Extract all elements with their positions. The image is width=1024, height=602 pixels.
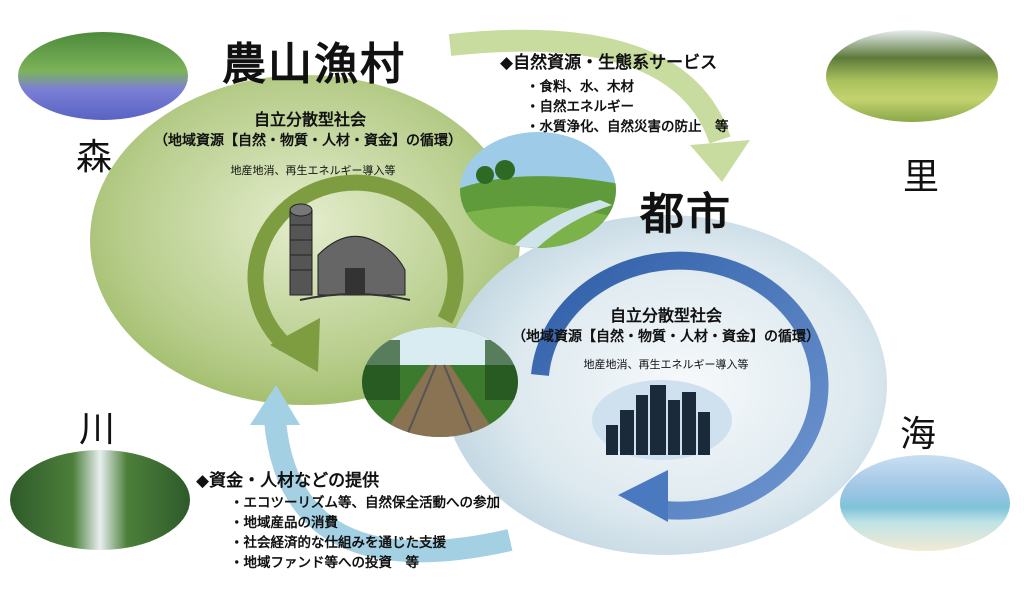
- city-society-note: 地産地消、再生エネルギー導入等: [583, 358, 749, 371]
- rural-society-note: 地産地消、再生エネルギー導入等: [230, 164, 396, 177]
- rice-terrace-photo: [826, 30, 998, 122]
- forest-photo: [18, 32, 188, 120]
- flow-to-rural-item: ・地域産品の消費: [230, 515, 338, 531]
- flow-to-city-block: ◆自然資源・生態系サービス ・食料、水、木材 ・自然エネルギー ・水質浄化、自然…: [500, 48, 729, 137]
- city-society-title: 自立分散型社会: [609, 306, 722, 325]
- city-skyline-icon: [592, 380, 732, 460]
- top-flow-arrow: [448, 29, 731, 144]
- rural-society-title: 自立分散型社会: [253, 110, 366, 129]
- beach-photo: [840, 455, 1010, 551]
- rural-cycle-arrow: [247, 174, 464, 351]
- flow-to-rural-item: ・地域ファンド等への投資 等: [230, 555, 419, 571]
- flow-to-rural-block: ◆資金・人材などの提供 ・エコツーリズム等、自然保全活動への参加 ・地域産品の消…: [196, 466, 500, 573]
- city-cycle-arrow: [531, 251, 829, 520]
- region-label-village: 里: [903, 157, 940, 198]
- flow-to-rural-item: ・社会経済的な仕組みを通じた支援: [230, 535, 446, 551]
- region-label-sea: 海: [900, 414, 937, 455]
- rural-cycle-arrowhead: [270, 318, 320, 372]
- waterfall-photo: [10, 450, 190, 550]
- flow-to-city-heading: ◆自然資源・生態系サービス: [500, 53, 718, 73]
- flow-to-rural-item: ・エコツーリズム等、自然保全活動への参加: [230, 495, 500, 511]
- rural-title: 農山漁村: [222, 39, 406, 90]
- city-society-subtitle: （地域資源【自然・物質・人材・資金】の循環）: [512, 329, 820, 345]
- barn-silo-icon: [289, 203, 411, 301]
- top-flow-arrowhead: [690, 140, 750, 182]
- region-label-forest: 森: [76, 137, 113, 178]
- city-cycle-arrowhead: [618, 470, 668, 522]
- rural-society-subtitle: （地域資源【自然・物質・人材・資金】の循環）: [154, 133, 462, 149]
- bottom-flow-arrowhead: [250, 385, 300, 425]
- railway-photo: [362, 327, 518, 437]
- city-title: 都市: [640, 189, 732, 240]
- flow-to-city-item: ・自然エネルギー: [526, 99, 634, 115]
- region-label-river: 川: [79, 409, 116, 450]
- flow-to-rural-heading: ◆資金・人材などの提供: [196, 471, 380, 491]
- bottom-flow-arrow: [264, 418, 513, 563]
- flow-to-city-item: ・水質浄化、自然災害の防止 等: [526, 119, 729, 135]
- flow-to-city-item: ・食料、水、木材: [526, 79, 634, 95]
